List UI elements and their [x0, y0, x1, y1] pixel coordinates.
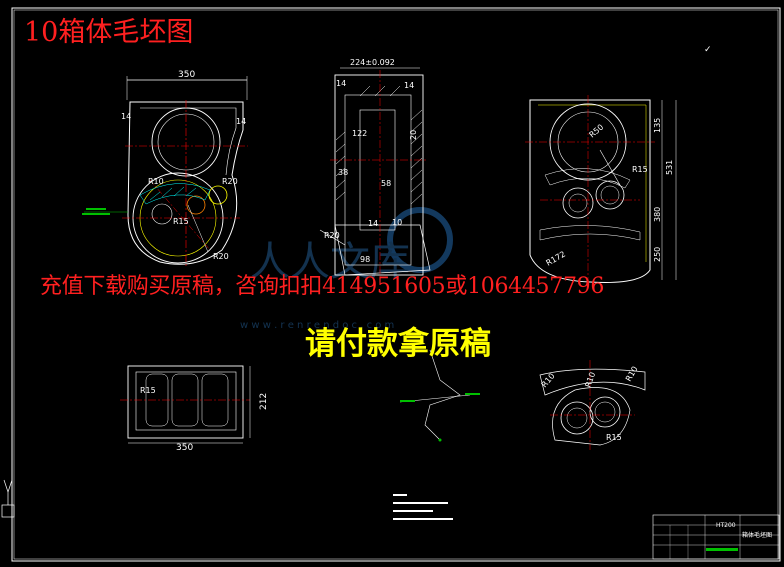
front-dim-width: 350	[178, 70, 195, 80]
side-radius-large: R50	[588, 123, 606, 140]
bottom-radius: R15	[140, 386, 156, 395]
section-dim-20: 20	[409, 130, 418, 140]
detail-view: R10 R10 R10 R15	[539, 360, 646, 450]
section-dim-14b: 14	[404, 81, 414, 90]
title-block: HT200 箱体毛坯图	[652, 514, 780, 560]
front-dim-wall-left: 14	[121, 112, 131, 121]
front-dim-wall-right: 14	[236, 117, 246, 126]
section-dim-10: 10	[392, 218, 402, 227]
front-radius-2: R20	[213, 252, 229, 261]
front-view: 350 14 14 R20 R20 R15 R10	[82, 70, 248, 268]
side-dim-380: 380	[653, 207, 662, 222]
section-dim-14a: 14	[336, 79, 346, 88]
detail-radius-c: R10	[624, 365, 640, 383]
contact-notice: 充值下载购买原稿，咨询扣扣414951605或1064457796	[40, 274, 605, 299]
drawing-border	[11, 7, 781, 562]
drawing-title: 10箱体毛坯图	[24, 17, 194, 48]
side-radius-arc: R172	[545, 250, 568, 268]
section-dim-58: 58	[381, 179, 391, 188]
title-block-material: HT200	[716, 522, 736, 529]
side-radius-small: R15	[632, 165, 648, 174]
svg-text:人人文库: 人人文库	[250, 239, 410, 285]
front-radius-4: R10	[148, 177, 164, 186]
bottom-dim-width: 350	[176, 443, 193, 453]
front-radius-3: R15	[173, 217, 189, 226]
technical-notes	[393, 494, 453, 520]
svg-text:w w w . r e n r e n d o c . c: w w w . r e n r e n d o c . c o m	[240, 320, 394, 331]
side-dim-250: 250	[653, 247, 662, 262]
side-dim-531: 531	[665, 160, 674, 175]
watermark-logo: 人人文库 w w w . r e n r e n d o c . c o m	[240, 207, 453, 331]
section-dim-38: 38	[338, 168, 348, 177]
section-dim-14c: 14	[368, 219, 378, 228]
axis-marker	[1, 479, 15, 518]
side-view: 135 531 380 250 R50 R15 R172 ✓	[525, 45, 712, 290]
side-dim-135: 135	[653, 118, 662, 133]
section-view: 224±0.092 14 14 38 122 20 58 R20	[319, 58, 431, 285]
detail-radius-b: R10	[583, 371, 597, 389]
bottom-view: R15 350 212	[120, 365, 269, 453]
section-dim-radius: R20	[324, 231, 340, 240]
section-dim-122: 122	[352, 129, 367, 138]
center-sketch	[399, 349, 480, 442]
detail-radius-d: R15	[606, 433, 622, 442]
section-dim-top: 224±0.092	[350, 58, 395, 67]
title-block-part-name: 箱体毛坯图	[742, 531, 772, 539]
drawing-inner-border	[13, 9, 779, 560]
front-radius-1: R20	[222, 177, 238, 186]
roughness-symbol: ✓	[704, 45, 712, 55]
payment-notice: 请付款拿原稿	[305, 326, 491, 362]
section-dim-98: 98	[360, 255, 370, 264]
bottom-dim-height: 212	[259, 393, 269, 410]
